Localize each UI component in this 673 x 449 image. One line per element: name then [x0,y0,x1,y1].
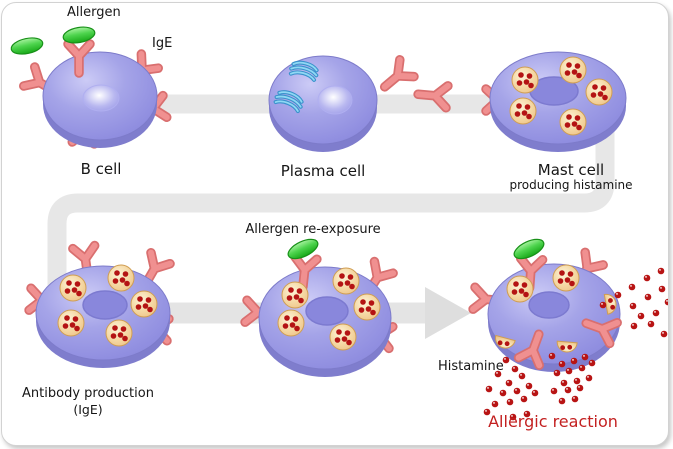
allergen-free [9,34,45,58]
flow-arrowhead [425,287,471,339]
allergen-label: Allergen [67,5,121,20]
ige-label: IgE [152,36,173,51]
reaction-cell [473,234,668,421]
plasma-cell-label: Plasma cell [280,162,366,180]
histamine-label: Histamine [438,359,504,374]
allergy-diagram [9,24,668,421]
allergen-reexposure-label: Allergen re-exposure [245,222,381,237]
antibody-production-cell [29,246,170,368]
free-ige-antibody [378,60,414,95]
antibody-production-ige-label: (IgE) [73,402,103,417]
mast-cell [486,51,627,152]
mast-cell-sublabel: producing histamine [509,178,633,192]
flow-band-uturn [47,94,615,294]
b-cell-label: B cell [80,160,122,178]
mast-cell-label: Mast cell [537,161,605,179]
antibody-production-label: Antibody production [22,386,154,401]
reexposure-cell [245,234,393,377]
b-cell [9,24,167,148]
b-cell-nucleus [82,84,120,112]
plasma-cell-nucleus [317,85,353,115]
allergic-reaction-label: Allergic reaction [488,412,618,431]
plasma-cell [268,56,448,152]
